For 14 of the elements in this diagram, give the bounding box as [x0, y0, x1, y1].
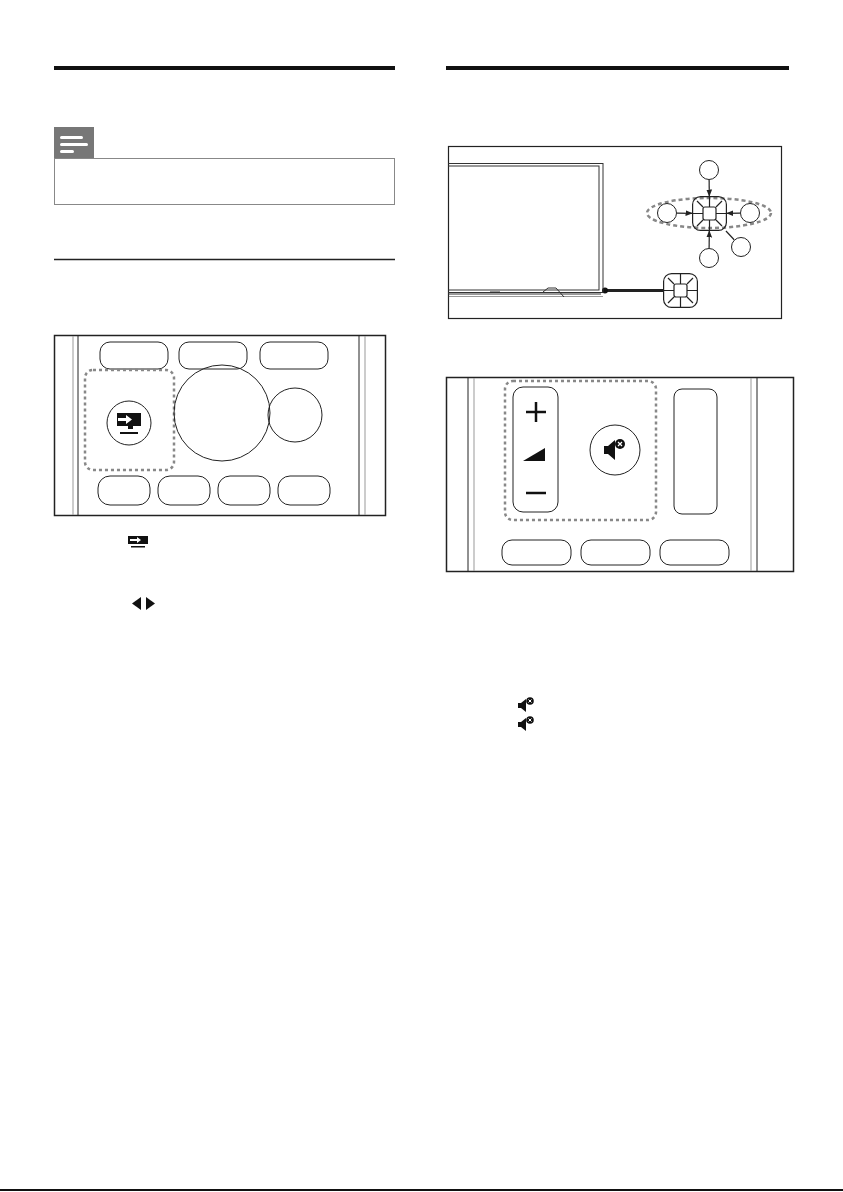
callout-circle [657, 203, 677, 223]
arrow [726, 210, 741, 217]
arrow [706, 179, 713, 197]
control-pad-drawing [692, 196, 727, 231]
arrow [676, 210, 693, 217]
callout-circle [699, 248, 719, 268]
connector-line [725, 230, 735, 241]
callout-circle [699, 160, 719, 180]
control-pad-drawing [663, 273, 698, 308]
callout-circle [731, 237, 751, 257]
connector-line [602, 287, 663, 294]
arrow [706, 230, 713, 249]
tv-drawing [448, 163, 606, 297]
callout-circle [740, 203, 760, 223]
